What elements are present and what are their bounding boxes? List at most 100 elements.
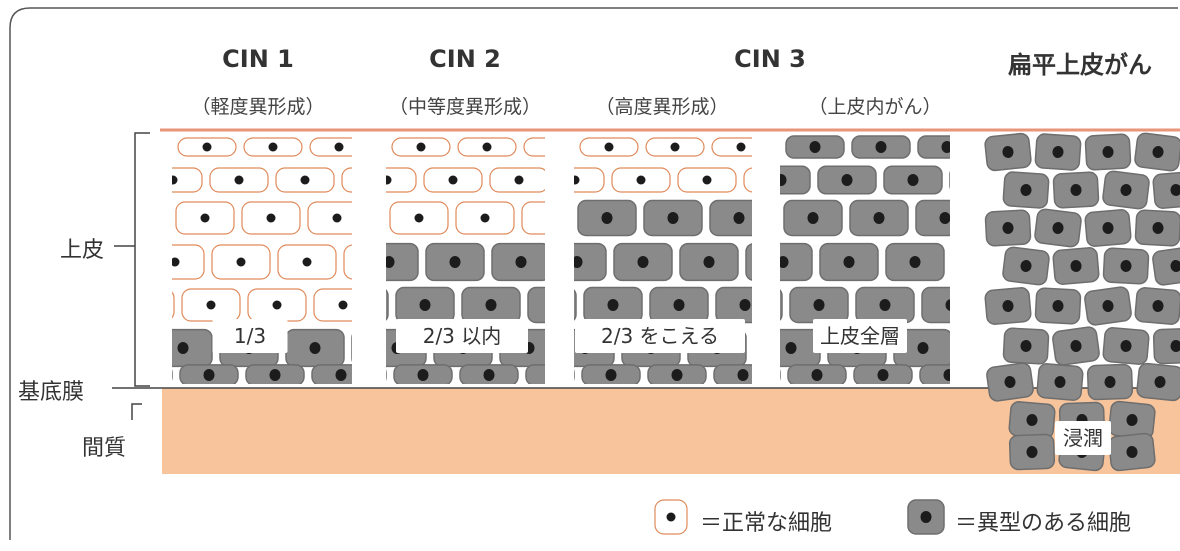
atypical-cell [1034, 133, 1082, 171]
atypical-cell [917, 135, 950, 159]
atypical-cell [745, 243, 752, 281]
svg-text:2/3 をこえる: 2/3 をこえる [601, 324, 719, 348]
atypical-cell [789, 286, 849, 324]
normal-cell [181, 288, 241, 322]
normal-cell [247, 288, 307, 322]
atypical-cell [395, 286, 455, 324]
legend-atypical-cell-icon [907, 499, 945, 535]
atypical-cell [245, 364, 305, 384]
atypical-cell [952, 244, 1010, 281]
atypical-cell [1102, 327, 1150, 365]
normal-cell [313, 288, 352, 322]
normal-cell [211, 244, 271, 280]
atypical-cell [915, 199, 950, 237]
atypical-cell [1152, 246, 1180, 286]
atypical-cell [577, 199, 637, 237]
normal-cell [579, 137, 639, 157]
atypical-cell [1084, 209, 1132, 247]
normal-cell [209, 167, 269, 193]
atypical-cell [780, 328, 821, 368]
atypical-cell [817, 165, 877, 195]
atypical-cell [1036, 363, 1084, 401]
normal-cell [277, 244, 337, 280]
atypical-cell [583, 286, 643, 324]
cell-column [780, 135, 1010, 384]
column-title-cin1: CIN 1 [222, 45, 294, 73]
column-subtitle-cin1: （軽度異形成） [191, 96, 325, 118]
atypical-cell [1008, 401, 1056, 439]
side-label-stroma: 間質 [82, 436, 127, 461]
atypical-cell [574, 242, 607, 282]
atypical-cell [709, 199, 752, 237]
atypical-cell [491, 242, 545, 282]
atypical-cell [783, 199, 843, 237]
legend-normal-cell-icon [654, 499, 688, 535]
normal-cell [574, 167, 605, 193]
atypical-cell [643, 199, 703, 237]
atypical-cell [88, 330, 146, 367]
atypical-cell [1034, 287, 1082, 325]
atypical-cell [986, 362, 1034, 402]
atypical-cell [921, 286, 950, 324]
normal-cell [175, 201, 235, 235]
normal-cell [309, 137, 352, 157]
atypical-cell [461, 286, 521, 324]
atypical-cell [425, 242, 485, 282]
atypical-cell [1136, 362, 1180, 402]
atypical-cell [581, 364, 641, 384]
normal-cell [611, 167, 671, 193]
atypical-cell [285, 328, 345, 368]
epithelium-bracket [134, 132, 150, 387]
atypical-cell [1052, 247, 1100, 285]
atypical-cell [527, 286, 545, 324]
layer-label: 浸潤 [1055, 421, 1111, 455]
normal-cell [78, 168, 136, 192]
normal-cell [177, 137, 237, 157]
normal-cell [275, 167, 335, 193]
atypical-cell [649, 286, 709, 324]
atypical-cell [885, 242, 945, 282]
side-label-basement-membrane: 基底膜 [18, 380, 85, 405]
side-label-epithelium: 上皮 [60, 238, 105, 263]
normal-cell [521, 201, 545, 235]
atypical-cell [647, 364, 707, 384]
layer-label: 1/3 [212, 319, 288, 353]
normal-cell [343, 244, 352, 280]
atypical-cell [459, 364, 519, 384]
column-title-squamous-carcinoma: 扁平上皮がん [1008, 51, 1152, 79]
column-title-cin3: CIN 3 [734, 45, 806, 73]
atypical-cell [386, 242, 419, 282]
atypical-cell [679, 242, 739, 282]
atypical-cell [713, 364, 752, 384]
legend-atypical-label: ＝異型のある細胞 [955, 511, 1132, 536]
atypical-cell [1152, 327, 1180, 365]
atypical-cell [179, 364, 239, 384]
atypical-cell [1152, 171, 1180, 209]
normal-cell [455, 201, 515, 235]
normal-cell [341, 167, 352, 193]
atypical-cell [393, 364, 453, 384]
atypical-cell [1052, 171, 1100, 209]
atypical-cell [311, 364, 352, 384]
normal-cell [386, 167, 417, 193]
atypical-cell [1084, 286, 1132, 326]
normal-cell [172, 244, 205, 280]
atypical-cell [984, 287, 1032, 325]
atypical-cell [780, 165, 811, 195]
atypical-cell [1102, 247, 1150, 285]
normal-cell [523, 137, 545, 157]
outer-frame [9, 7, 1178, 540]
atypical-cell [851, 135, 911, 159]
normal-cell [489, 167, 545, 193]
normal-cell [307, 201, 352, 235]
atypical-cell [1108, 400, 1156, 440]
atypical-cell [1002, 171, 1050, 209]
atypical-cell [1052, 326, 1100, 366]
atypical-cell [785, 135, 845, 159]
svg-text:上皮全層: 上皮全層 [820, 324, 900, 348]
layer-label: 2/3 をこえる [575, 319, 745, 353]
normal-cell [677, 167, 737, 193]
atypical-cell [1086, 363, 1134, 401]
